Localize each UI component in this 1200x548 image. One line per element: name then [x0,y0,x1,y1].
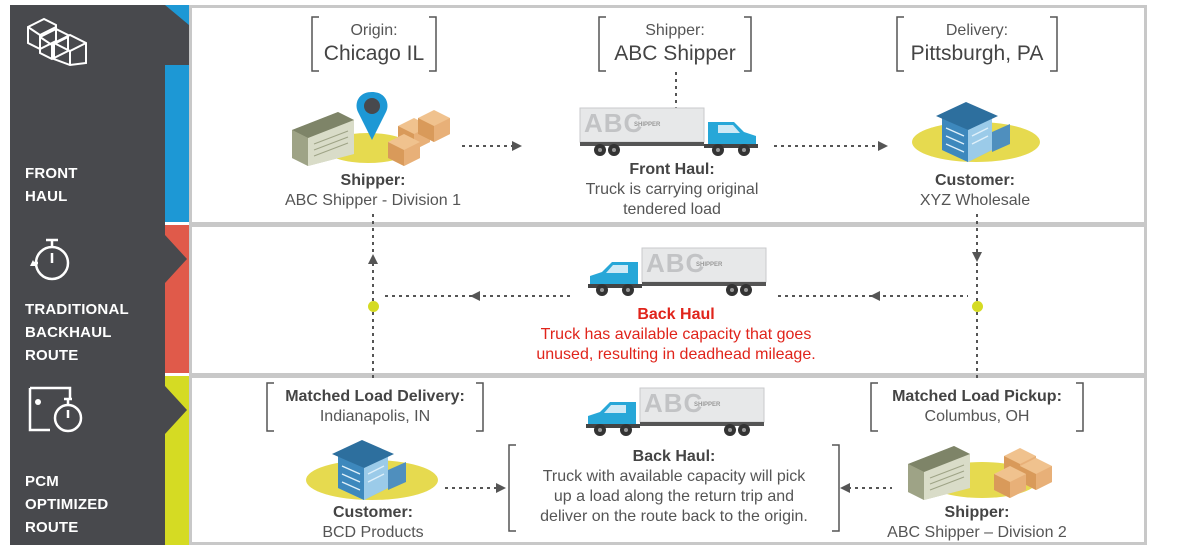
pcm-truck: ABC SHIPPER [584,387,766,438]
backhaul-truck-logo-sub: SHIPPER [696,262,723,268]
front-haul-caption-title: Front Haul: [629,161,715,178]
delivery-label: Delivery: [945,22,1009,39]
boxes-icon [27,17,87,67]
customer-caption: Customer: XYZ Wholesale [890,171,1060,211]
shipper-caption: Shipper: ABC Shipper - Division 1 [262,171,484,211]
matched-delivery-label: Matched Load Delivery: [285,388,465,405]
origin-value: Chicago IL [323,42,425,65]
matched-pickup-value: Columbus, OH [924,408,1030,425]
front-haul-caption: Front Haul: Truck is carrying original t… [556,160,788,220]
pcm-haul-caption-line3: deliver on the route back to the origin. [540,508,808,525]
front-truck-logo: ABC [584,108,644,138]
backhaul-caption-title: Back Haul [637,306,715,323]
shipper-box: Shipper: ABC Shipper [598,16,752,72]
matched-pickup-label: Matched Load Pickup: [892,388,1062,405]
origin-label: Origin: [350,22,398,39]
delivery-value: Pittsburgh, PA [910,42,1044,65]
backhaul-caption: Back Haul Truck has available capacity t… [478,305,874,365]
origin-warehouse-illustration [292,92,450,166]
pcm-haul-caption-box: Back Haul: Truck with available capacity… [508,444,840,532]
stopwatch-icon [30,238,70,281]
backhaul-caption-line2: unused, resulting in deadhead mileage. [536,346,816,363]
sidebar [10,5,165,545]
pcm-shipper-warehouse-illustration [908,446,1052,500]
delivery-box: Delivery: Pittsburgh, PA [896,16,1058,72]
shipper-box-label: Shipper: [645,22,705,39]
backhaul-truck: ABC SHIPPER [586,247,768,298]
shipper-box-value: ABC Shipper [614,42,736,65]
front-haul-caption-line2: tendered load [623,201,721,218]
pcm-haul-caption-line1: Truck with available capacity will pick [542,468,806,485]
right-junction-dot [972,301,983,312]
pcm-haul-caption-line2: up a load along the return trip and [553,488,795,505]
section-label-front-haul: FRONT HAUL [25,165,78,205]
customer-caption-title: Customer: [934,172,1015,189]
pcm-shipper-caption-body: ABC Shipper – Division 2 [887,524,1067,541]
pcm-truck-logo: ABC [644,388,704,418]
matched-delivery-box: Matched Load Delivery: Indianapolis, IN [266,382,484,432]
section-label-pcm: PCM OPTIMIZED ROUTE [25,473,109,536]
backhaul-caption-line1: Truck has available capacity that goes [540,326,812,343]
pcm-arrow-notch [165,386,187,434]
shipper-caption-title: Shipper: [340,172,406,189]
route-timer-icon [28,386,83,433]
pcm-shipper-caption: Shipper: ABC Shipper – Division 2 [866,503,1088,543]
front-haul-caption-line1: Truck is carrying original [585,181,759,198]
pcm-shipper-caption-title: Shipper: [944,504,1010,521]
front-truck-logo-sub: SHIPPER [634,122,661,128]
front-truck: ABC SHIPPER [578,107,760,158]
shipper-caption-body: ABC Shipper - Division 1 [284,192,462,209]
pcm-customer-caption: Customer: BCD Products [290,503,456,543]
matched-delivery-value: Indianapolis, IN [319,408,431,425]
backhaul-arrow-notch [165,235,187,283]
section-label-traditional: TRADITIONAL BACKHAUL ROUTE [25,301,129,364]
customer-building-illustration [912,102,1040,162]
customer-caption-body: XYZ Wholesale [919,192,1031,209]
front-haul-arrow-notch [165,5,189,65]
backhaul-truck-logo: ABC [646,248,706,278]
pcm-haul-caption-title: Back Haul: [632,448,716,465]
pcm-customer-building-illustration [306,440,438,500]
pcm-customer-caption-body: BCD Products [322,524,424,541]
origin-box: Origin: Chicago IL [311,16,437,72]
left-junction-dot [368,301,379,312]
pcm-customer-caption-title: Customer: [332,504,413,521]
matched-pickup-box: Matched Load Pickup: Columbus, OH [870,382,1084,432]
pcm-truck-logo-sub: SHIPPER [694,402,721,408]
